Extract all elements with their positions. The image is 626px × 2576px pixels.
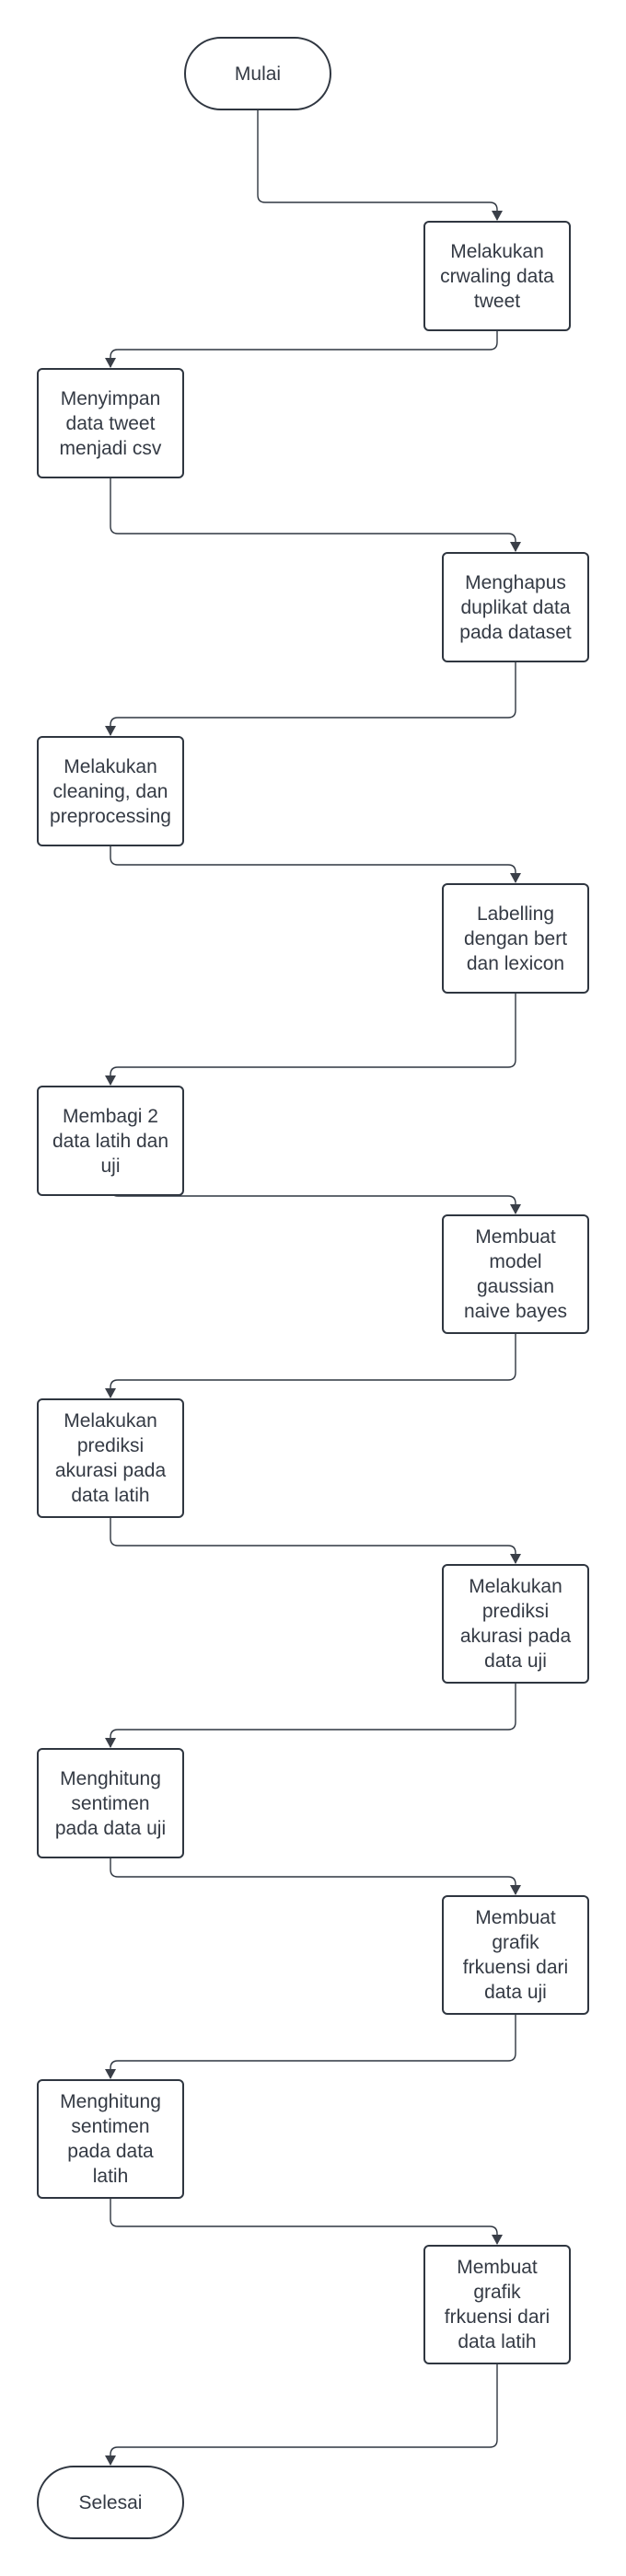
connector-labelling-to-membagi [105, 994, 516, 1086]
connector-sentimen-latih-to-grafik-latih [110, 2199, 503, 2245]
connector-simpan-to-hapus [110, 478, 521, 552]
node-prediksi-latih: Melakukan prediksi akurasi pada data lat… [37, 1398, 184, 1518]
connector-prediksi-latih-to-prediksi-uji [110, 1518, 521, 1564]
node-simpan: Menyimpan data tweet menjadi csv [37, 368, 184, 478]
node-labelling: Labelling dengan bert dan lexicon [442, 883, 589, 994]
node-crawling: Melakukan crwaling data tweet [423, 221, 571, 331]
connector-cleaning-to-labelling [110, 846, 521, 883]
connector-prediksi-uji-to-sentimen-uji [105, 1684, 516, 1748]
node-membagi: Membagi 2 data latih dan uji [37, 1086, 184, 1196]
connector-sentimen-uji-to-grafik-uji [110, 1858, 521, 1895]
node-start: Mulai [184, 37, 331, 110]
connector-crawling-to-simpan [105, 331, 498, 368]
node-cleaning: Melakukan cleaning, dan preprocessing [37, 736, 184, 846]
connector-grafik-uji-to-sentimen-latih [105, 2015, 516, 2079]
node-end: Selesai [37, 2466, 184, 2539]
connector-grafik-latih-to-end [105, 2364, 498, 2466]
node-hapus: Menghapus duplikat data pada dataset [442, 552, 589, 662]
connector-start-to-crawling [257, 110, 503, 221]
node-sentimen-latih: Menghitung sentimen pada data latih [37, 2079, 184, 2199]
node-grafik-uji: Membuat grafik frkuensi dari data uji [442, 1895, 589, 2015]
node-sentimen-uji: Menghitung sentimen pada data uji [37, 1748, 184, 1858]
node-grafik-latih: Membuat grafik frkuensi dari data latih [423, 2245, 571, 2364]
connector-hapus-to-cleaning [105, 662, 516, 736]
connector-model-to-prediksi-latih [105, 1334, 516, 1398]
node-prediksi-uji: Melakukan prediksi akurasi pada data uji [442, 1564, 589, 1684]
node-model: Membuat model gaussian naive bayes [442, 1214, 589, 1334]
